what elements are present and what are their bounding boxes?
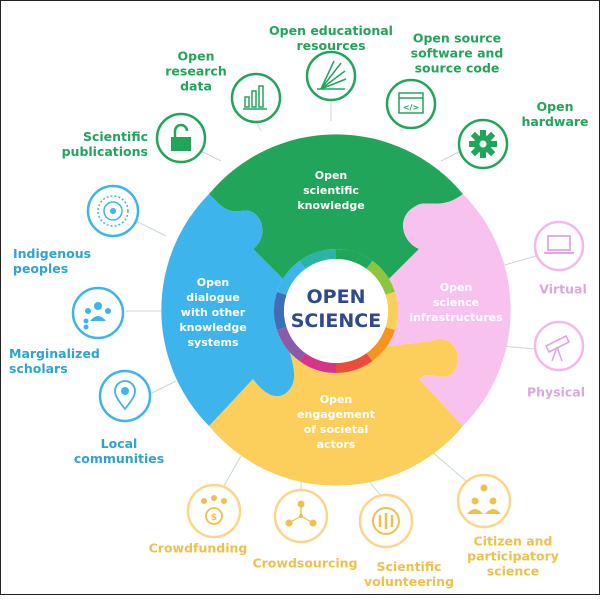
people-icon xyxy=(456,473,512,529)
top-quadrant-line3: knowledge xyxy=(297,199,364,212)
left-quadrant-line3: with other xyxy=(181,306,246,319)
ring-segment xyxy=(385,291,399,331)
lock-icon xyxy=(155,112,207,164)
label-physical: Physical xyxy=(526,384,586,400)
right-quadrant-line1: Open xyxy=(440,281,473,294)
burst-icon xyxy=(305,50,357,102)
left-quadrant-line5: systems xyxy=(188,336,239,349)
top-quadrant-line2: scientific xyxy=(303,184,359,197)
label-crowdsourcing: Crowdsourcing xyxy=(252,555,358,571)
right-quadrant-line2: science xyxy=(433,296,479,309)
quadrant-left-shape xyxy=(161,194,295,426)
ring-segment xyxy=(277,260,306,295)
center-title-line1: OPEN xyxy=(307,286,366,308)
quadrant-bottom-shape xyxy=(209,338,463,486)
left-quadrant-line4: knowledge xyxy=(179,321,246,334)
svg-text:$: $ xyxy=(211,513,217,523)
network-icon xyxy=(273,488,329,544)
label-crowdfunding: Crowdfunding xyxy=(148,540,248,556)
bottom-quadrant-line3: of societal xyxy=(304,423,368,436)
ring-segment xyxy=(299,353,336,373)
svg-text:</>: </> xyxy=(403,103,419,112)
data-chart-icon xyxy=(230,72,282,124)
mandala-icon xyxy=(86,184,140,238)
ring-segment xyxy=(277,327,306,362)
bottom-quadrant-line4: actors xyxy=(317,438,356,451)
people-group-icon xyxy=(71,286,125,340)
ring-segment xyxy=(366,327,395,362)
center-title-line2: SCIENCE xyxy=(291,310,382,332)
code-window-icon: </> xyxy=(385,78,437,130)
hands-circle-icon xyxy=(358,493,414,549)
ring-segment xyxy=(274,291,287,331)
ring-segment xyxy=(336,249,373,269)
bottom-quadrant-line2: engagement xyxy=(297,408,375,421)
left-quadrant-line2: dialogue xyxy=(186,291,240,304)
telescope-icon xyxy=(533,320,585,372)
ring-segment xyxy=(299,249,336,269)
center-circle xyxy=(284,259,388,363)
top-quadrant-line1: Open xyxy=(315,169,348,182)
left-quadrant-line1: Open xyxy=(197,276,230,289)
gear-icon xyxy=(457,118,509,170)
right-quadrant-line3: infrastructures xyxy=(409,311,503,324)
location-pin-icon xyxy=(98,369,152,423)
bottom-quadrant-line1: Open xyxy=(320,393,353,406)
label-virtual: Virtual xyxy=(539,281,587,297)
laptop-icon xyxy=(533,220,585,272)
center-color-ring xyxy=(274,249,399,373)
coins-icon: $ xyxy=(186,483,242,539)
ring-segment xyxy=(336,353,373,373)
quadrant-top-shape xyxy=(209,134,463,285)
ring-segment xyxy=(366,260,395,295)
quadrant-right-shape xyxy=(383,194,511,426)
